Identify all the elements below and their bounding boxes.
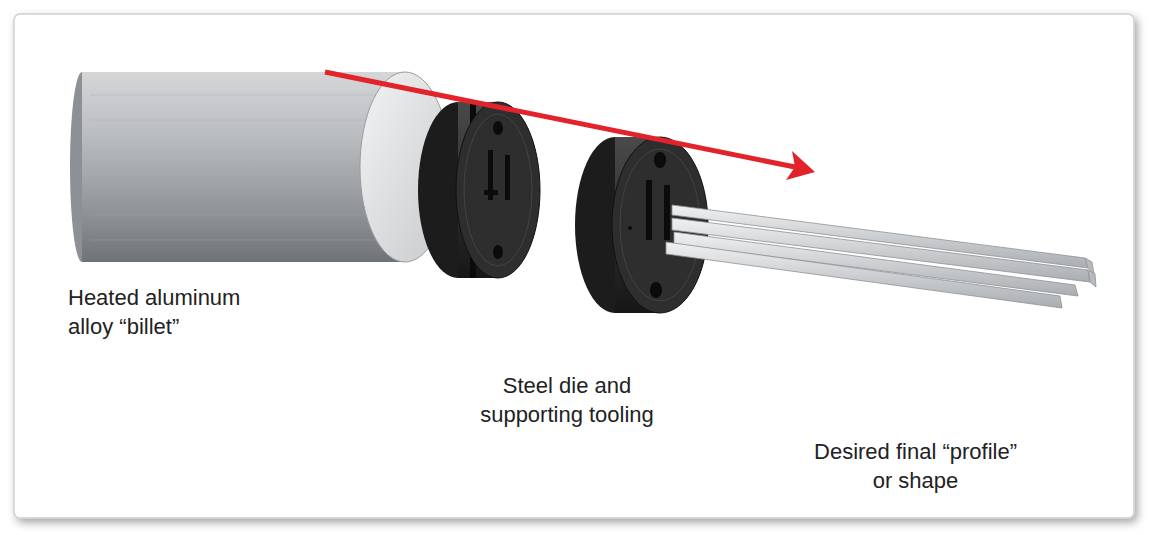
part-label: Desired final “profile” or shape: [808, 438, 1023, 495]
part-label: Steel die and supporting tooling: [452, 372, 682, 429]
part-label: Heated aluminum alloy “billet”: [68, 284, 283, 341]
frame: [14, 14, 1134, 518]
flow-arrow: [325, 72, 815, 180]
steel-die: [418, 102, 540, 278]
billet: [70, 72, 450, 262]
extruded-profiles: [666, 205, 1096, 308]
